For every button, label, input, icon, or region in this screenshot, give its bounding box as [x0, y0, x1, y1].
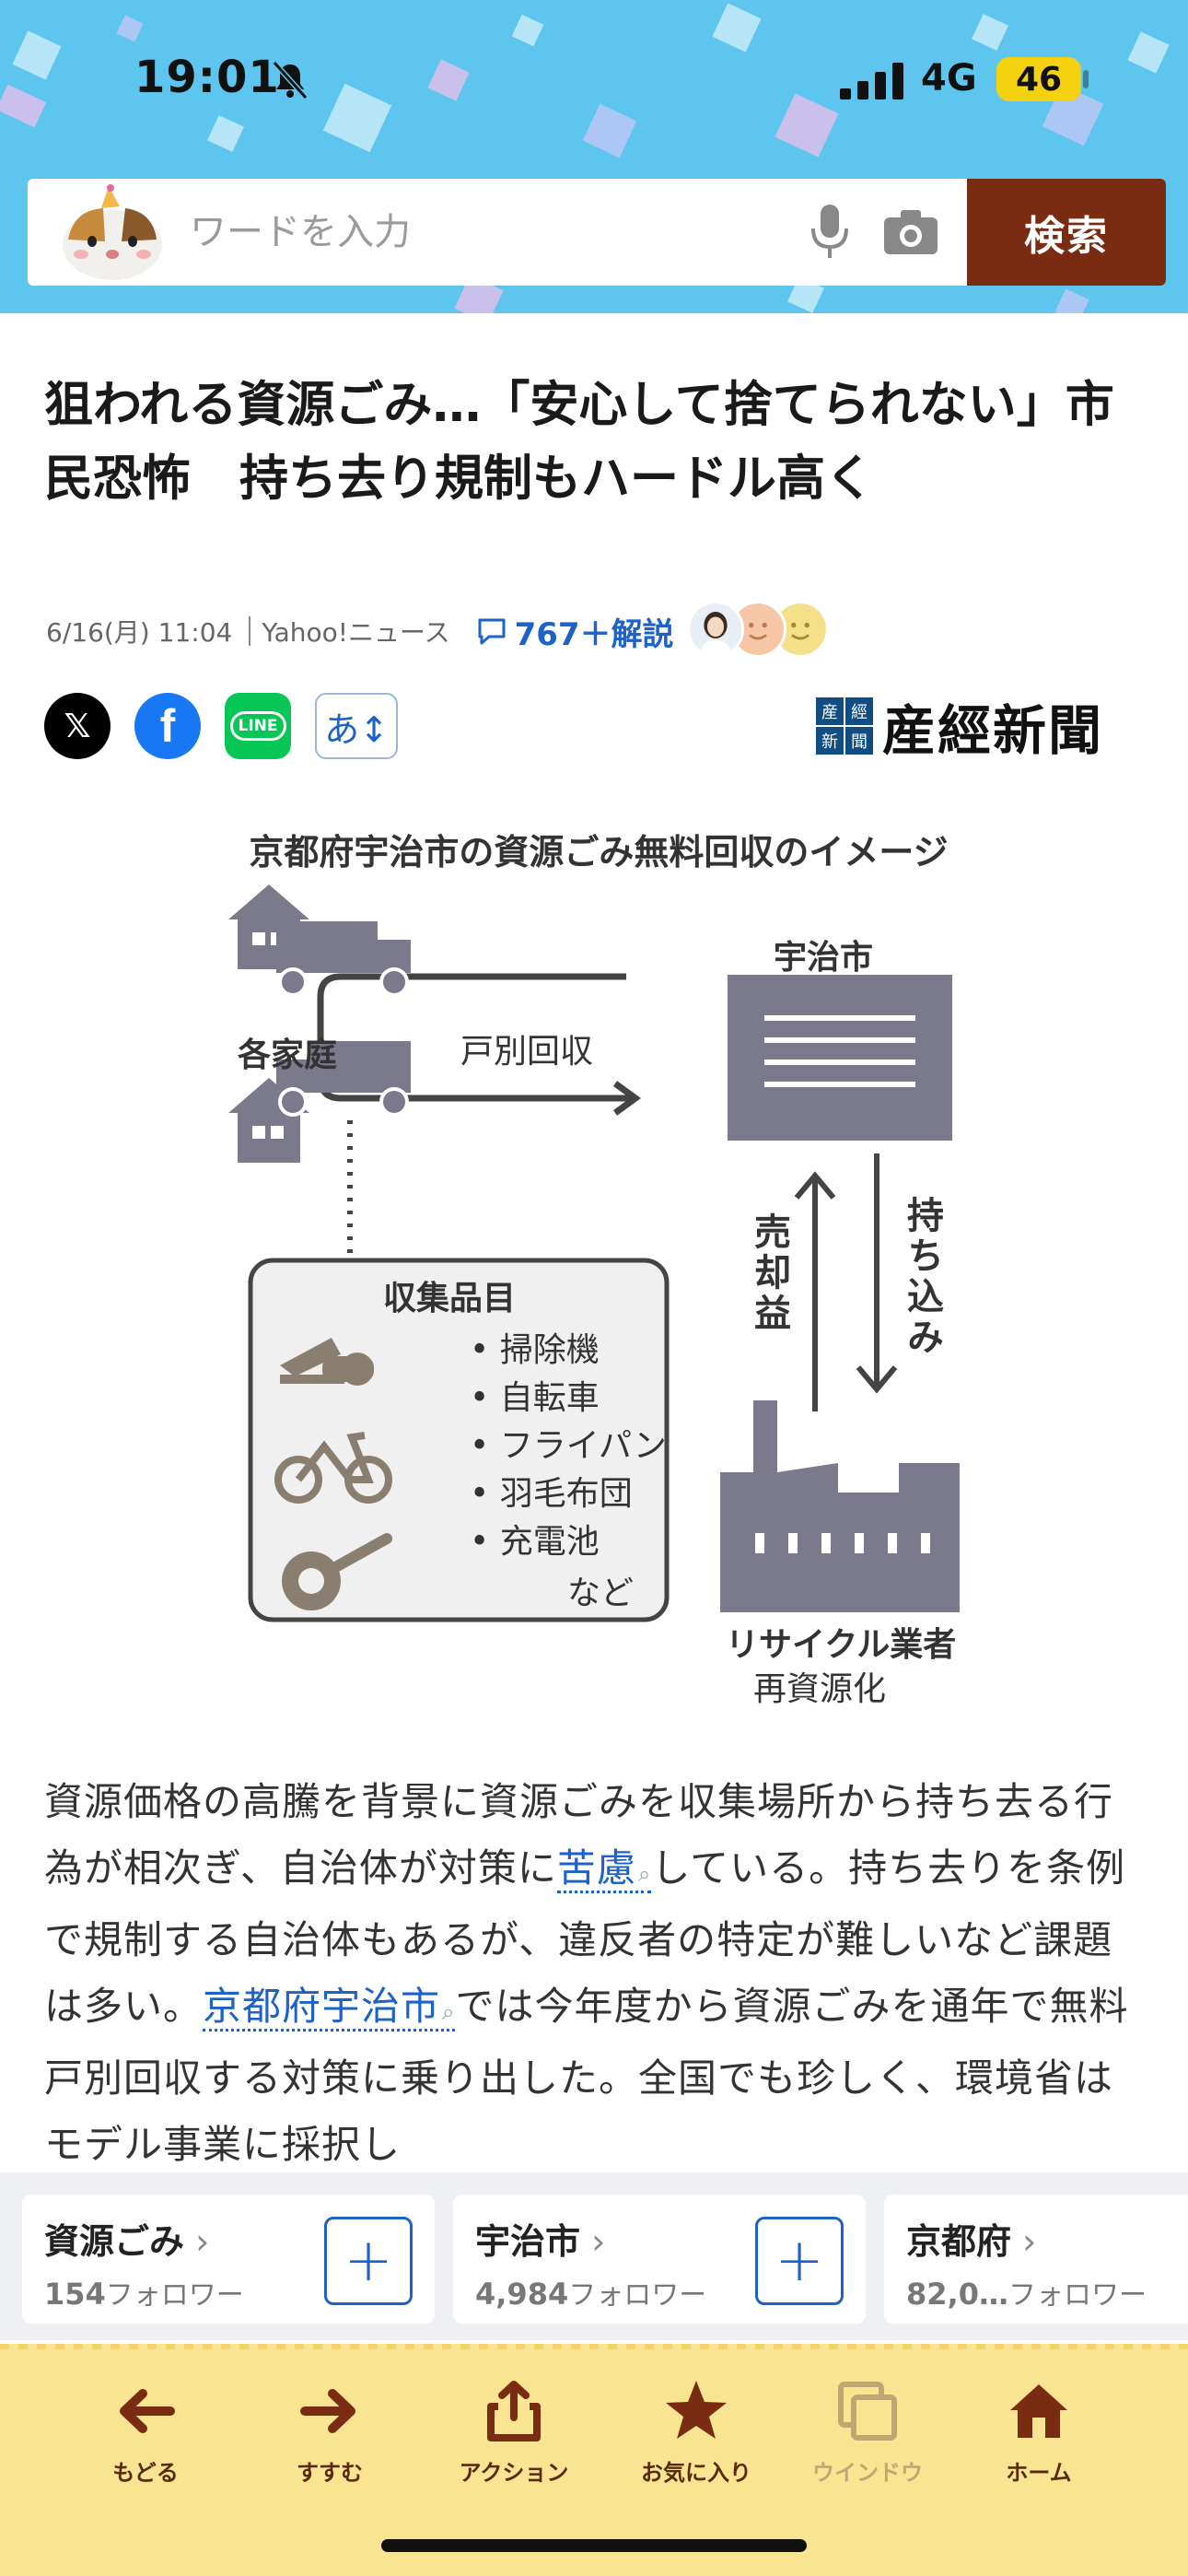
follow-add-button[interactable]: + [755, 2217, 844, 2305]
article-meta: 6/16(月) 11:04 Yahoo!ニュース 767＋解説 [46, 601, 834, 658]
comments-count: 767＋解説 [514, 615, 674, 653]
topic-name: 京都府 [906, 2213, 1036, 2264]
window-label: ウインドウ [812, 2460, 923, 2486]
network-label: 4G [921, 57, 977, 100]
follower-count: 82,0…フォロワー [906, 2277, 1147, 2312]
publisher-seal-icon: 産 經 新 聞 [816, 697, 873, 755]
camera-icon[interactable] [882, 208, 939, 256]
article-body: 資源価格の高騰を背景に資源ごみを収集場所から持ち去る行為が相次ぎ、自治体が対策に… [44, 1769, 1149, 2178]
vacuum-icon [280, 1338, 374, 1386]
households-label: 各家庭 [238, 1036, 338, 1074]
body-text: では今年度から資源ごみを通年で無料戸別回収する対策に乗り出した。全国でも珍しく、… [44, 1984, 1129, 2167]
bring-in-label: 持ち込み [901, 1196, 943, 1358]
star-icon [666, 2381, 727, 2439]
forward-button[interactable]: すすむ [256, 2377, 403, 2497]
recycler-label: リサイクル業者 [726, 1626, 957, 1664]
home-label: ホーム [1006, 2460, 1072, 2486]
topic-name: 宇治市 [475, 2213, 605, 2264]
forward-label: すすむ [297, 2460, 363, 2486]
share-line-button[interactable]: LINE [225, 693, 291, 759]
follow-card[interactable]: 京都府 82,0…フォロワー + [884, 2195, 1188, 2324]
follow-card[interactable]: 宇治市 4,984フォロワー + [453, 2195, 866, 2324]
share-icon [487, 2381, 541, 2441]
keyword-link[interactable]: 京都府宇治市 [203, 1984, 456, 2032]
facebook-logo-icon: f [159, 700, 176, 752]
back-button[interactable]: もどる [72, 2377, 219, 2497]
expert-avatars[interactable] [686, 601, 834, 662]
window-button[interactable]: ウインドウ [794, 2377, 941, 2497]
body-text: している。持ち去りを条例で規制する自治体もあるが、違反者の特定が難しいなど課題は… [44, 1845, 1126, 2029]
meta-divider [249, 616, 251, 646]
article-source: Yahoo!ニュース [262, 617, 450, 648]
bicycle-icon [274, 1432, 392, 1504]
mascot-logo [63, 184, 162, 280]
factory-icon [720, 1400, 960, 1612]
truck-icon [276, 921, 411, 997]
x-logo-icon: 𝕏 [64, 707, 91, 745]
smile-avatar-2 [771, 601, 829, 658]
line-logo-icon: LINE [229, 711, 286, 741]
expert-avatar [686, 601, 744, 658]
items-etc: など [567, 1575, 635, 1612]
share-x-button[interactable]: 𝕏 [44, 693, 111, 759]
publisher-logo[interactable]: 産 經 新 聞 産經新聞 [816, 693, 1103, 762]
items-title: 収集品目 [383, 1280, 517, 1317]
favorites-button[interactable]: お気に入り [623, 2377, 770, 2497]
list-item: 自転車 [470, 1375, 667, 1423]
search-bar: 検索 [28, 179, 1166, 286]
follow-card[interactable]: 資源ごみ 154フォロワー + [22, 2195, 435, 2324]
list-item: 掃除機 [470, 1327, 667, 1375]
bottom-toolbar: もどる すすむ アクション お気に入り ウインドウ ホーム [0, 2344, 1188, 2576]
share-facebook-button[interactable]: f [134, 693, 201, 759]
home-icon [1010, 2384, 1067, 2438]
back-label: もどる [112, 2460, 179, 2486]
follower-count: 4,984フォロワー [475, 2277, 707, 2312]
truck-icon [276, 1041, 411, 1117]
battery-indicator: 46 [996, 57, 1081, 101]
items-list: 掃除機 自転車 フライパン 羽毛布団 充電池 [470, 1327, 667, 1566]
publisher-name: 産經新聞 [882, 699, 1104, 762]
list-item: 充電池 [470, 1518, 667, 1566]
follow-bar: 資源ごみ 154フォロワー + 宇治市 4,984フォロワー + 京都府 82,… [0, 2172, 1188, 2340]
favorites-label: お気に入り [641, 2460, 751, 2486]
city-hall-icon [728, 975, 952, 1141]
list-item: フライパン [470, 1423, 667, 1470]
status-time: 19:01 [134, 52, 280, 103]
action-button[interactable]: アクション [440, 2377, 588, 2497]
arrow-left-icon [120, 2389, 175, 2433]
body-text: 資源価格の高騰を背景に資源ごみを収集場所から持ち去る行為が相次ぎ、自治体が対策に [44, 1779, 1114, 1891]
font-size-button[interactable]: あ↕ [315, 693, 398, 759]
share-row: 𝕏 f LINE あ↕ 産 經 新 聞 産經新聞 [44, 693, 1149, 762]
search-button[interactable]: 検索 [967, 179, 1166, 286]
frying-pan-icon [282, 1533, 392, 1610]
house-icon [228, 1078, 309, 1163]
article-date: 6/16(月) 11:04 [46, 617, 233, 648]
list-item: 羽毛布団 [470, 1470, 667, 1518]
home-indicator[interactable] [381, 2539, 807, 2552]
bell-off-icon [272, 60, 309, 100]
city-label: 宇治市 [774, 939, 874, 977]
keyword-link[interactable]: 苦慮 [556, 1845, 652, 1893]
follower-count: 154フォロワー [44, 2277, 244, 2312]
home-button[interactable]: ホーム [965, 2377, 1112, 2497]
topic-name: 資源ごみ [44, 2213, 209, 2264]
follow-add-button[interactable]: + [324, 2217, 413, 2305]
microphone-icon[interactable] [807, 203, 853, 262]
status-bar: 19:01 4G 46 [0, 0, 1188, 161]
article-figure[interactable]: 京都府宇治市の資源ごみ無料回収のイメージ 各家庭 戸別回収 宇治市 売却益 持ち… [203, 811, 995, 1723]
comments-link[interactable]: 767＋解説 [476, 609, 674, 654]
header: 19:01 4G 46 [0, 0, 1188, 313]
recycler-sub-label: 再資源化 [753, 1670, 887, 1708]
windows-icon [838, 2382, 897, 2441]
article-title: 狙われる資源ごみ…「安心して捨てられない」市民恐怖 持ち去り規制もハードル高く [44, 377, 1114, 507]
battery-tip [1083, 70, 1089, 88]
comment-icon [478, 618, 506, 645]
profit-label: 売却益 [748, 1212, 790, 1334]
action-label: アクション [459, 2460, 569, 2486]
search-input[interactable] [190, 205, 779, 260]
arrow-right-icon [300, 2389, 355, 2433]
signal-icon [840, 63, 903, 100]
figure-title: 京都府宇治市の資源ごみ無料回収のイメージ [249, 832, 949, 872]
collection-label: 戸別回収 [460, 1033, 594, 1071]
